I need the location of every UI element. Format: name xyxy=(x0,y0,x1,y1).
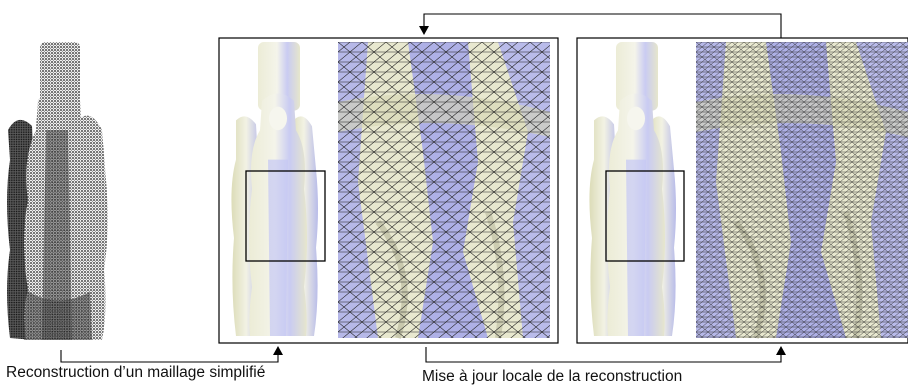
fine-mesh-zoom xyxy=(696,42,908,338)
reconstruction-arrow xyxy=(61,346,283,362)
panel-initial-reconstruction xyxy=(219,38,558,343)
coarse-mesh-zoom xyxy=(338,42,550,338)
local-update-arrow xyxy=(426,346,786,362)
point-cloud-statue xyxy=(7,42,108,340)
caption-local-update: Mise à jour locale de la reconstruction xyxy=(422,368,682,386)
panel-updated-reconstruction xyxy=(577,38,908,343)
caption-simplified-mesh: Reconstruction d’un maillage simplifié xyxy=(6,364,265,382)
feedback-arrow xyxy=(419,14,781,38)
